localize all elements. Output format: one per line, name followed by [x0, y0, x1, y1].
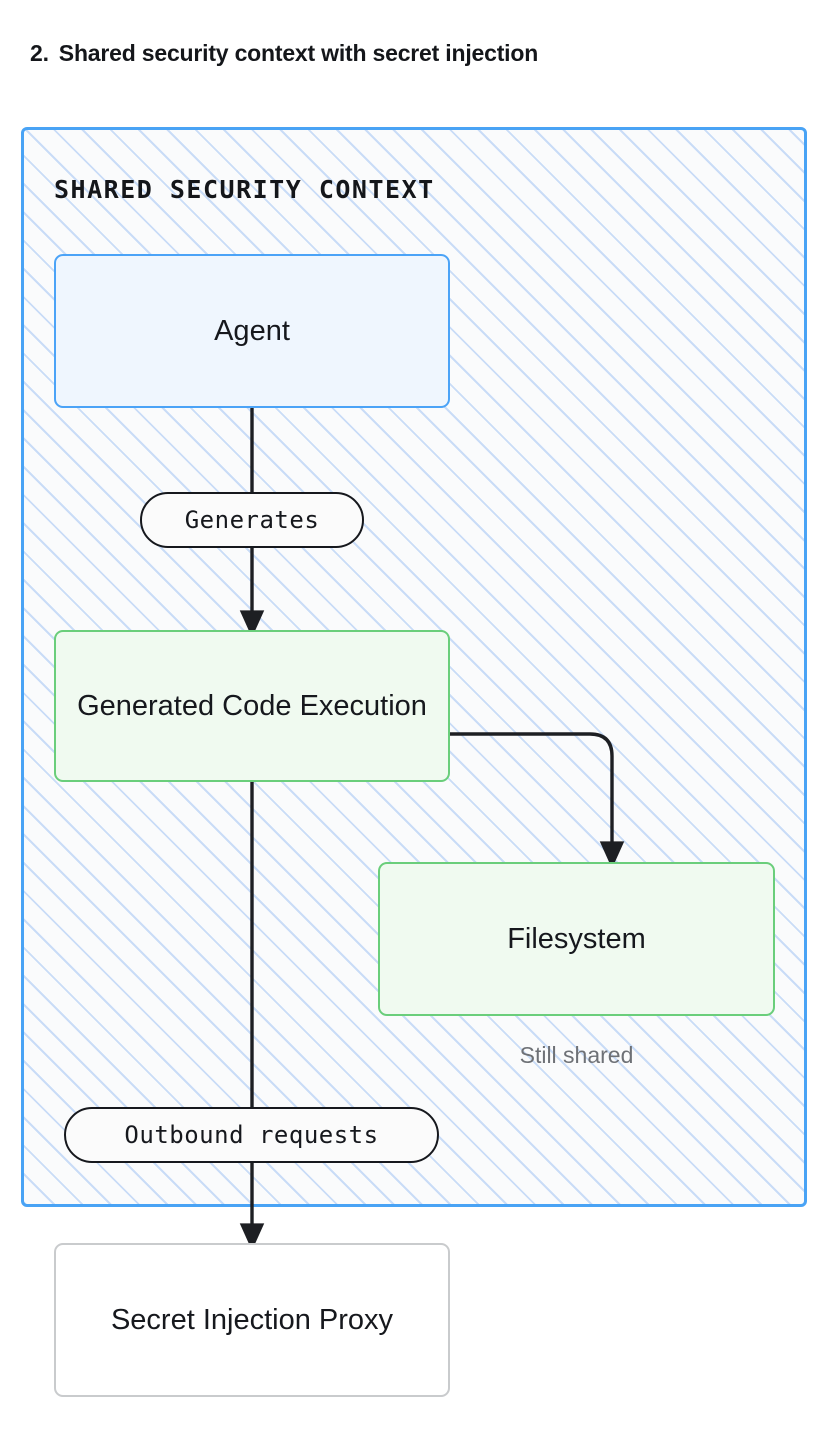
shared-security-context-label: SHARED SECURITY CONTEXT — [54, 175, 435, 204]
node-secret-injection-proxy-label: Secret Injection Proxy — [110, 1303, 394, 1336]
node-agent[interactable]: Agent — [54, 254, 450, 408]
edge-label-outbound-requests: Outbound requests — [64, 1107, 439, 1163]
node-secret-injection-proxy[interactable]: Secret Injection Proxy — [54, 1243, 450, 1397]
node-filesystem-label: Filesystem — [507, 922, 646, 955]
page-title-number: 2. — [30, 40, 49, 66]
node-filesystem[interactable]: Filesystem — [378, 862, 775, 1016]
edge-label-outbound-requests-text: Outbound requests — [124, 1121, 379, 1149]
page-title: 2. Shared security context with secret in… — [30, 40, 538, 67]
node-code-execution-label: Generated Code Execution — [77, 689, 427, 722]
edge-label-generates: Generates — [140, 492, 364, 548]
page-title-text: Shared security context with secret inje… — [58, 40, 539, 66]
edge-label-generates-text: Generates — [184, 506, 320, 534]
node-code-execution[interactable]: Generated Code Execution — [54, 630, 450, 782]
node-agent-label: Agent — [214, 314, 290, 347]
caption-still-shared: Still shared — [519, 1042, 634, 1068]
